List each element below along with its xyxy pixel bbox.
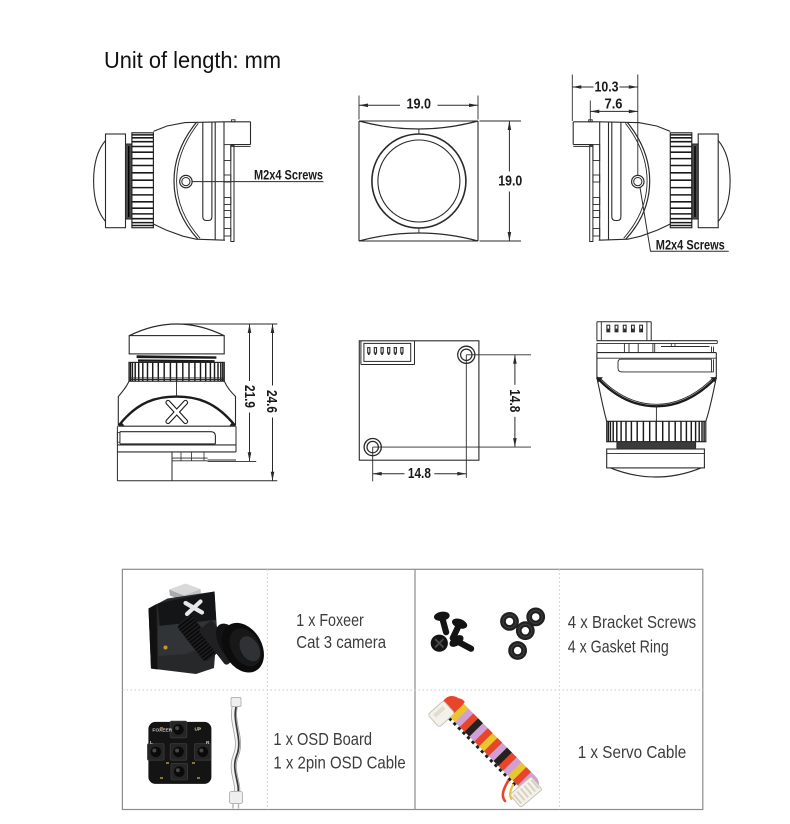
svg-text:14.8: 14.8 xyxy=(506,389,522,412)
svg-text:19.0: 19.0 xyxy=(498,173,522,190)
svg-text:M2x4 Screws: M2x4 Screws xyxy=(254,166,323,182)
svg-text:1 x 2pin OSD Cable: 1 x 2pin OSD Cable xyxy=(273,753,405,773)
svg-text:24.6: 24.6 xyxy=(263,390,279,413)
svg-text:10.3: 10.3 xyxy=(595,78,619,95)
svg-text:4 x Gasket Ring: 4 x Gasket Ring xyxy=(568,637,669,657)
svg-text:L: L xyxy=(150,740,153,746)
svg-text:19.0: 19.0 xyxy=(407,96,432,113)
svg-text:1 x OSD Board: 1 x OSD Board xyxy=(273,729,372,749)
svg-text:FOXEER: FOXEER xyxy=(152,728,172,734)
svg-text:UP: UP xyxy=(195,727,202,733)
svg-text:7.6: 7.6 xyxy=(605,95,623,112)
svg-text:M2x4 Screws: M2x4 Screws xyxy=(656,237,725,253)
svg-text:R: R xyxy=(206,740,210,746)
svg-text:Unit of length: mm: Unit of length: mm xyxy=(104,47,281,73)
svg-text:1 x Foxeer: 1 x Foxeer xyxy=(296,610,364,630)
svg-text:1 x Servo Cable: 1 x Servo Cable xyxy=(578,742,687,762)
svg-text:21.9: 21.9 xyxy=(241,385,257,408)
svg-text:4 x Bracket Screws: 4 x Bracket Screws xyxy=(568,612,697,632)
svg-text:14.8: 14.8 xyxy=(408,465,431,482)
svg-text:Cat 3 camera: Cat 3 camera xyxy=(296,632,386,652)
